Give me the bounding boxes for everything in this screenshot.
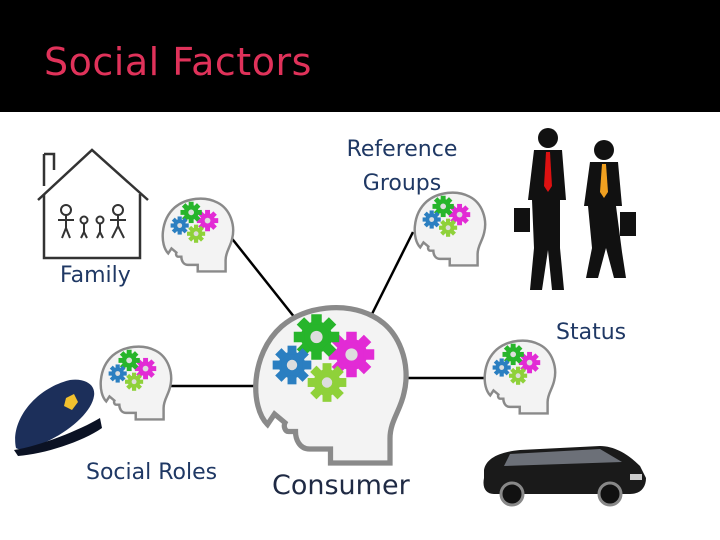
slide-title: Social Factors [44, 40, 312, 84]
family-label: Family [60, 263, 131, 288]
consumer-head-icon [256, 308, 406, 463]
police-cap-icon [14, 379, 102, 456]
head-gears-icon [163, 199, 233, 272]
connector-family [221, 225, 296, 319]
status-label: Status [556, 320, 627, 345]
businessmen-icon [514, 128, 636, 290]
social-roles-label: Social Roles [86, 460, 218, 485]
head-gears-icon [101, 347, 171, 420]
reference-groups-label: Reference Groups [346, 137, 458, 196]
house-family-icon [37, 148, 149, 260]
connector-reference [368, 231, 415, 319]
limousine-icon [483, 446, 646, 507]
head-gears-icon [485, 341, 555, 414]
head-gears-icon [415, 193, 485, 266]
consumer-label: Consumer [272, 470, 410, 501]
title-bar: Social Factors [0, 0, 720, 112]
